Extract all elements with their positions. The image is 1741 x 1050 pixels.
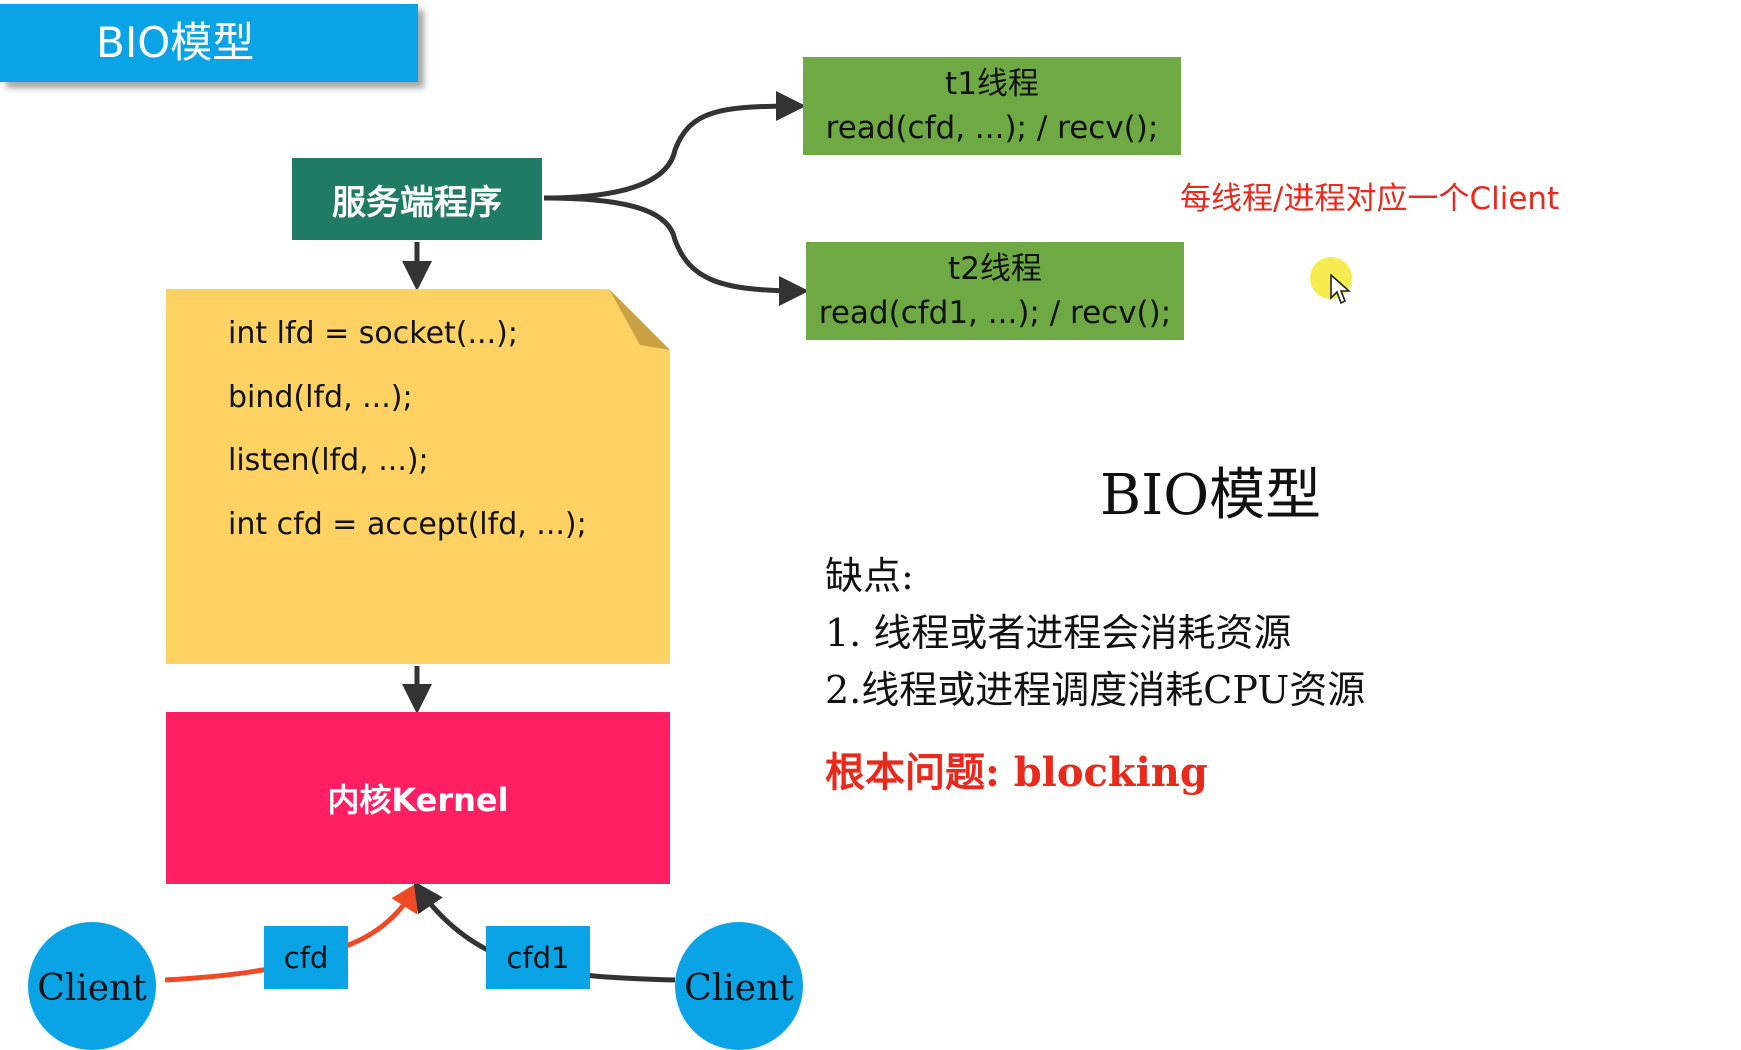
cfd-label: cfd (283, 940, 329, 975)
client-left-label: Client (37, 968, 147, 1009)
drawbacks-heading: 缺点: (825, 554, 914, 598)
page-title: BIO模型 (96, 18, 255, 67)
code-line-listen: listen(lfd, ...); (228, 443, 429, 478)
thread-t2-name: t2线程 (948, 251, 1042, 287)
client-left-node: Client (28, 922, 156, 1050)
thread-per-client-note: 每线程/进程对应一个Client (1180, 181, 1560, 217)
code-note-fold (609, 289, 670, 350)
cfd1-label-box: cfd1 (486, 926, 590, 989)
thread-t1-call: read(cfd, ...); / recv(); (825, 110, 1159, 146)
client-right-label: Client (684, 968, 794, 1009)
kernel-label: 内核Kernel (327, 781, 509, 819)
thread-t2-call: read(cfd1, ...); / recv(); (818, 295, 1172, 331)
mouse-pointer-icon (1330, 274, 1352, 305)
server-to-t2-arrow (543, 195, 809, 306)
thread-t2-box: t2线程 read(cfd1, ...); / recv(); (806, 242, 1184, 340)
thread-t1-box: t1线程 read(cfd, ...); / recv(); (803, 57, 1181, 155)
server-to-t1-arrow (543, 91, 806, 201)
drawback-item-2: 2.线程或进程调度消耗CPU资源 (825, 668, 1366, 712)
kernel-box: 内核Kernel (166, 712, 670, 884)
drawback-item-1: 1. 线程或者进程会消耗资源 (825, 611, 1292, 655)
code-note-shape (166, 289, 670, 664)
server-program-box: 服务端程序 (292, 158, 542, 240)
code-line-accept: int cfd = accept(lfd, ...); (228, 507, 587, 542)
cfd1-label: cfd1 (506, 940, 570, 975)
server-program-label: 服务端程序 (332, 182, 502, 223)
summary-title: BIO模型 (1100, 463, 1322, 528)
page-title-tab: BIO模型 (0, 4, 418, 82)
connector-layer (164, 91, 809, 983)
root-problem-text: 根本问题: blocking (825, 749, 1208, 796)
code-line-socket: int lfd = socket(...); (228, 316, 518, 351)
drawbacks-block: 缺点: 1. 线程或者进程会消耗资源 2.线程或进程调度消耗CPU资源 (825, 548, 1525, 719)
thread-t1-name: t1线程 (945, 66, 1039, 102)
client-right-node: Client (675, 922, 803, 1050)
cfd-label-box: cfd (264, 926, 348, 989)
code-line-bind: bind(lfd, ...); (228, 380, 413, 415)
